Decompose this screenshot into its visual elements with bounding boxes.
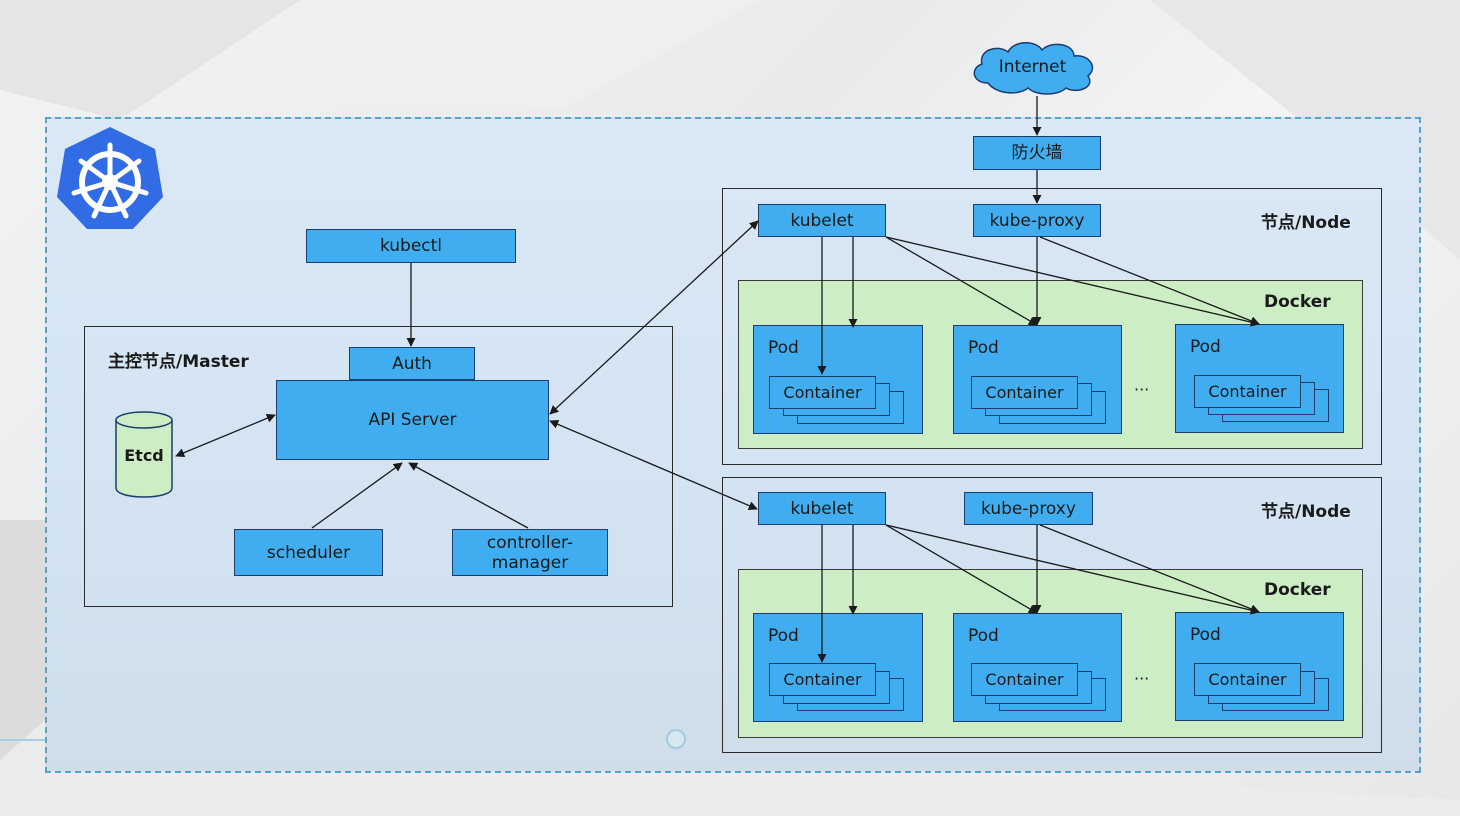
controller-manager-box: controller- manager <box>452 529 608 576</box>
scheduler-box: scheduler <box>234 529 383 576</box>
node-2-kube-proxy-box: kube-proxy <box>964 492 1093 525</box>
node-2-frame <box>722 477 1382 753</box>
etcd-label: Etcd <box>124 446 164 465</box>
master-title: 主控节点/Master <box>108 352 249 372</box>
pod-label: Pod <box>1190 625 1221 645</box>
node-1-pod-1-container: Container <box>769 376 876 409</box>
node-1-kubelet-box: kubelet <box>758 204 886 237</box>
kubectl-box: kubectl <box>306 229 516 263</box>
video-progress-knob[interactable] <box>666 729 686 749</box>
node-2-docker-label: Docker <box>1264 580 1331 600</box>
kubernetes-helm-icon <box>57 127 163 229</box>
pod-label: Pod <box>968 338 999 358</box>
pod-label: Pod <box>768 338 799 358</box>
api-server-box: API Server <box>276 380 549 460</box>
pod-label: Pod <box>968 626 999 646</box>
node-2-kubelet-box: kubelet <box>758 492 886 525</box>
node-1-title: 节点/Node <box>1261 213 1351 233</box>
pod-label: Pod <box>1190 337 1221 357</box>
node-1-docker-label: Docker <box>1264 292 1331 312</box>
node-1-pod-2-container: Container <box>971 376 1078 409</box>
pod-label: Pod <box>768 626 799 646</box>
internet-cloud-icon <box>973 42 1094 95</box>
internet-label: Internet <box>998 57 1067 77</box>
node-2-pod-3-container: Container <box>1194 663 1301 696</box>
node-1-kube-proxy-box: kube-proxy <box>973 204 1101 237</box>
node-1-ellipsis: ··· <box>1134 380 1150 399</box>
etcd-database-icon <box>115 411 173 498</box>
node-1-pod-3-container: Container <box>1194 375 1301 408</box>
firewall-box: 防火墙 <box>973 136 1101 170</box>
node-2-pod-1-container: Container <box>769 663 876 696</box>
auth-box: Auth <box>349 347 475 380</box>
node-2-pod-2-container: Container <box>971 663 1078 696</box>
node-2-ellipsis: ··· <box>1134 669 1150 688</box>
node-2-title: 节点/Node <box>1261 502 1351 522</box>
